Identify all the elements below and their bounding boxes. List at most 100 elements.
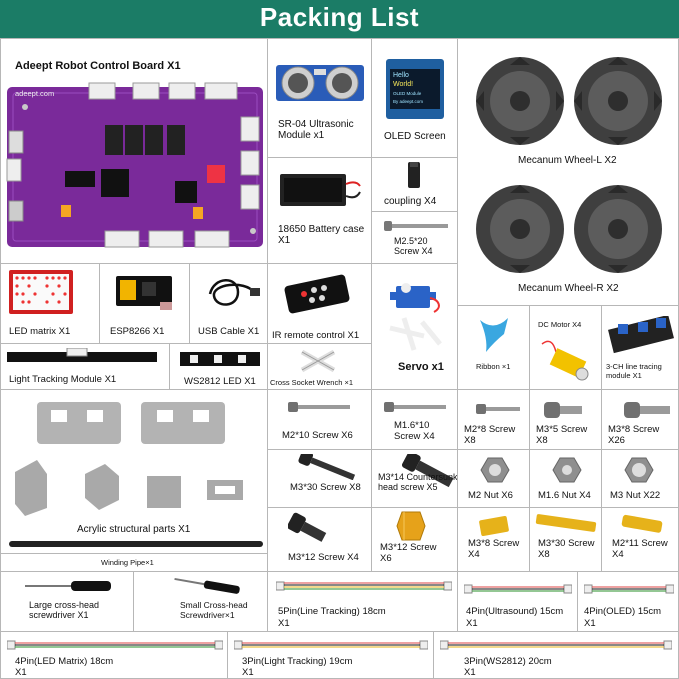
- m16-10-cell: M1.6*10 Screw X4: [372, 390, 458, 450]
- ws2812-cell: WS2812 LED X1: [170, 344, 268, 390]
- winding-pipe-image: [9, 541, 263, 547]
- m3-12-standoff-image: [396, 511, 426, 541]
- m2-nut-image: [480, 457, 510, 483]
- line-tracking-label: 3-CH line tracing module X1: [606, 362, 662, 380]
- socket-wrench-image: [300, 349, 336, 373]
- m25-screw-label: M2.5*20 Screw X4: [394, 236, 433, 256]
- oled-screen-line1: Hello: [393, 72, 409, 79]
- m3-30-standoff-cell: M3*30 Screw X8: [530, 508, 602, 572]
- m2-11-standoff-image: [621, 514, 663, 533]
- line-tracking-image: [608, 316, 674, 354]
- ultrasonic-label: SR-04 Ultrasonic Module x1: [278, 119, 354, 141]
- large-screwdriver-label: Large cross-head screwdriver X1: [29, 600, 100, 620]
- led-matrix-image: [9, 270, 73, 314]
- m3-8-standoff-image: [479, 516, 509, 536]
- cable-4pin-oled-label: 4Pin(OLED) 15cm: [584, 606, 662, 617]
- m3-30-label: M3*30 Screw X8: [290, 482, 361, 493]
- light-tracking-label: Light Tracking Module X1: [9, 374, 117, 385]
- cable-3pin-ws-qty: X1: [464, 667, 476, 678]
- small-screwdriver-image: [174, 577, 240, 594]
- coupling-image: [408, 162, 420, 188]
- control-board-image: [6, 82, 263, 248]
- acrylic-label: Acrylic structural parts X1: [77, 524, 191, 535]
- mecanum-cell: Mecanum Wheel-L X2 Mecanum Wheel-R X2: [458, 38, 679, 306]
- packing-list-header: Packing List: [0, 0, 679, 38]
- cable-4pin-us-qty: X1: [466, 618, 478, 629]
- m2-11-standoff-cell: M2*11 Screw X4: [602, 508, 679, 572]
- winding-pipe-label: Winding Pipe×1: [101, 558, 154, 567]
- page-title: Packing List: [259, 2, 420, 32]
- m3-5-screw-image: [544, 402, 582, 418]
- dc-motor-cell: DC Motor X4: [530, 306, 602, 390]
- cable-5pin-qty: X1: [278, 618, 290, 629]
- control-board-cell: Adeept Robot Control Board X1 adeept.com: [0, 38, 268, 264]
- m16-nut-cell: M1.6 Nut X4: [530, 450, 602, 508]
- m2-nut-label: M2 Nut X6: [468, 490, 513, 501]
- cable-3pin-ws-image: [440, 640, 672, 650]
- m3-8-standoff-label: M3*8 Screw X4: [468, 538, 520, 560]
- dc-motor-image: [541, 340, 589, 381]
- usb-cable-label: USB Cable X1: [198, 326, 260, 337]
- m16-10-screw-image: [384, 402, 446, 412]
- cable-3pin-ws-label: 3Pin(WS2812) 20cm: [464, 656, 552, 667]
- m3-8-label: M3*8 Screw X26: [608, 424, 660, 446]
- cable-5pin-image: [276, 581, 452, 591]
- m3-12-label: M3*12 Screw X4: [288, 552, 359, 563]
- cable-4pin-led-label: 4Pin(LED Matrix) 18cm: [15, 656, 114, 667]
- winding-pipe-cell: Winding Pipe×1: [0, 554, 268, 572]
- cable-4pin-oled-qty: X1: [584, 618, 596, 629]
- ir-remote-label: IR remote control X1: [272, 330, 360, 341]
- ultrasonic-cell: SR-04 Ultrasonic Module x1: [268, 38, 372, 158]
- ribbon-cell: Ribbon ×1: [458, 306, 530, 390]
- light-tracking-cell: Light Tracking Module X1: [0, 344, 170, 390]
- m2-10-screw-image: [288, 402, 350, 412]
- cable-3pin-light-qty: X1: [242, 667, 254, 678]
- ribbon-image: [480, 318, 508, 352]
- cable-4pin-led-image: [7, 640, 223, 650]
- ir-remote-cell: IR remote control X1: [268, 264, 372, 344]
- esp8266-image: [116, 276, 172, 310]
- m3-14-screw-image: [402, 454, 454, 488]
- cable-3pin-light-cell: 3Pin(Light Tracking) 19cm X1: [228, 632, 434, 679]
- board-brand: adeept.com: [15, 89, 55, 98]
- large-screwdriver-cell: Large cross-head screwdriver X1: [0, 572, 134, 632]
- m2-8-screw-image: [476, 404, 520, 414]
- m16-nut-image: [552, 457, 582, 483]
- m3-8-standoff-cell: M3*8 Screw X4: [458, 508, 530, 572]
- cable-3pin-light-label: 3Pin(Light Tracking) 19cm: [242, 656, 353, 667]
- coupling-label: coupling X4: [384, 196, 437, 207]
- battery-case-image: [280, 174, 361, 206]
- cable-4pin-led-qty: X1: [15, 667, 27, 678]
- small-screwdriver-label: Small Cross-head Screwdriver×1: [180, 600, 248, 620]
- cable-4pin-us-label: 4Pin(Ultrasound) 15cm: [466, 606, 564, 617]
- m3-nut-cell: M3 Nut X22: [602, 450, 679, 508]
- cable-4pin-us-image: [464, 584, 572, 594]
- ws2812-image: [180, 352, 260, 366]
- led-matrix-cell: LED matrix X1: [0, 264, 100, 344]
- m3-8-cell: M3*8 Screw X26: [602, 390, 679, 450]
- control-board-qty: X1: [167, 60, 181, 72]
- m3-8-screw-image: [624, 402, 670, 418]
- cable-3pin-light-image: [234, 640, 428, 650]
- acrylic-cell: Acrylic structural parts X1: [0, 390, 268, 554]
- led-matrix-label: LED matrix X1: [9, 326, 71, 337]
- m2-10-label: M2*10 Screw X6: [282, 430, 353, 441]
- m3-12-standoff-label: M3*12 Screw X6: [380, 542, 437, 564]
- m3-14-cell: M3*14 Countersunk head screw X5: [372, 450, 458, 508]
- m2-10-cell: M2*10 Screw X6: [268, 390, 372, 450]
- acrylic-parts-image: [15, 402, 243, 516]
- oled-screen-line3: OLED Module: [393, 91, 422, 96]
- m3-30-screw-image: [298, 454, 356, 480]
- m16-nut-label: M1.6 Nut X4: [538, 490, 591, 501]
- cable-5pin-label: 5Pin(Line Tracking) 18cm: [278, 606, 386, 617]
- light-tracking-image: [7, 348, 157, 362]
- m2-8-cell: M2*8 Screw X8: [458, 390, 530, 450]
- cable-4pin-led-cell: 4Pin(LED Matrix) 18cm X1: [0, 632, 228, 679]
- esp8266-cell: ESP8266 X1: [100, 264, 190, 344]
- socket-wrench-label: Cross Socket Wrench ×1: [270, 378, 354, 387]
- cable-4pin-oled-image: [584, 584, 674, 594]
- ribbon-label: Ribbon ×1: [476, 362, 511, 371]
- oled-image: Hello World! OLED Module By adeept.com: [386, 59, 444, 119]
- m3-12-cell: M3*12 Screw X4: [268, 508, 372, 572]
- m3-30-standoff-image: [535, 514, 597, 532]
